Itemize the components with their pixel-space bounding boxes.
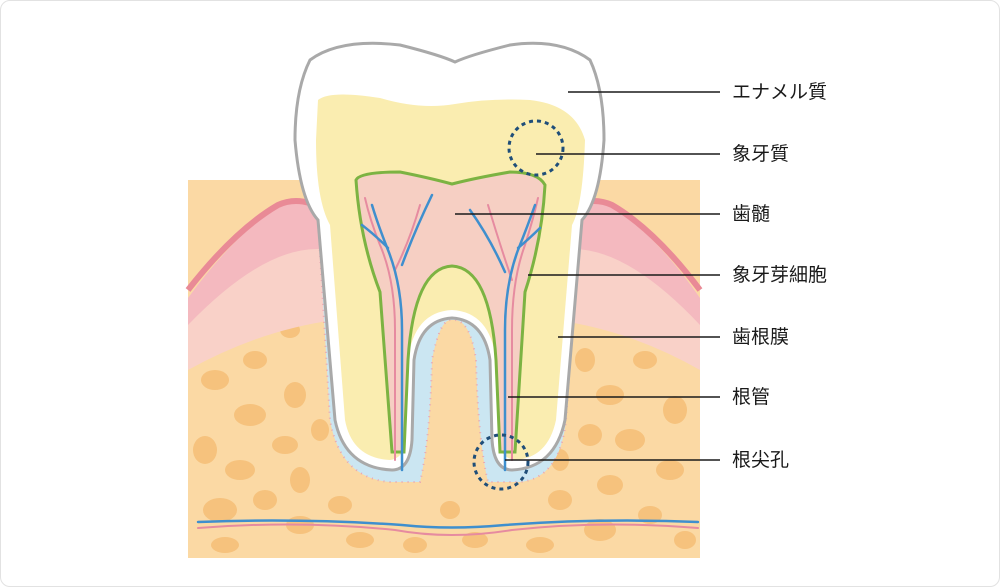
label-odontoblast: 象牙芽細胞 (732, 264, 828, 286)
label-pulp: 歯髄 (732, 203, 771, 225)
leader-lines (455, 91, 720, 461)
label-periodontal-ligament: 歯根膜 (732, 326, 790, 348)
label-enamel: エナメル質 (732, 81, 828, 103)
dentin-highlight-circle (507, 119, 565, 177)
tooth (293, 41, 606, 472)
label-apical-foramen: 根尖孔 (732, 449, 790, 471)
apical-foramen-highlight-circle (472, 433, 530, 491)
bone-pores (193, 312, 696, 553)
label-dentin: 象牙質 (732, 143, 790, 165)
label-root-canal: 根管 (732, 386, 771, 408)
